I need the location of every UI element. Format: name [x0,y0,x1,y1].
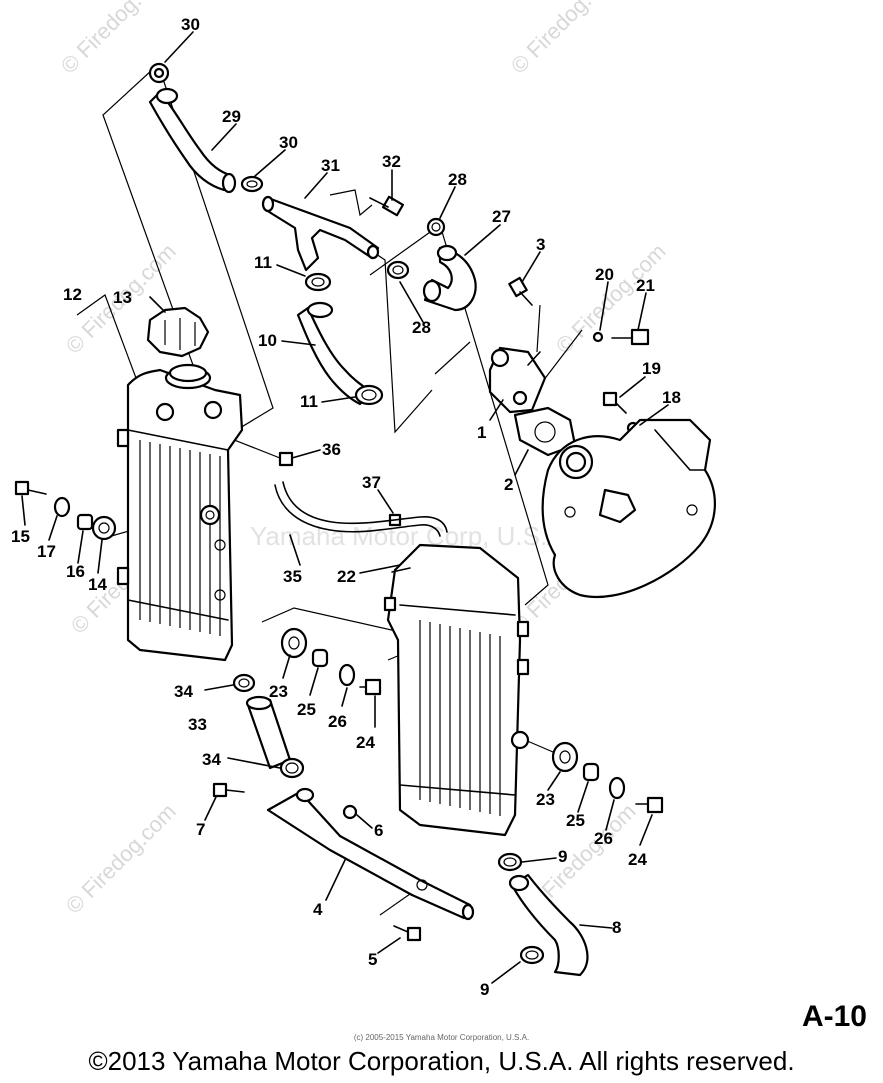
watermark-top-right: © Firedog.com [506,0,626,79]
watermark-mid-right: © Firedog.com [551,239,671,359]
bolt-36 [278,451,294,467]
grommet-23-left [280,627,308,659]
clamp-9-bottom [519,945,545,965]
grommet-23-right [551,741,579,773]
hose-29 [148,87,237,194]
callout-19: 19 [642,359,661,378]
clamp-11-bottom [354,384,384,406]
collar-25-right [582,762,600,782]
bolt-32 [369,195,405,217]
clamp-28-bottom [386,260,410,280]
callout-24-right: 24 [628,850,647,869]
bolt-24-right [635,796,664,814]
pipe-4 [266,787,475,921]
callout-32: 32 [382,152,401,171]
callout-11-bottom: 11 [300,392,318,411]
callout-3: 3 [536,235,545,254]
callout-33: 33 [188,715,207,734]
callout-labels: 30 29 30 31 32 28 27 3 20 21 19 18 11 10… [11,15,681,999]
radiator-cap-13 [146,306,210,358]
callout-31: 31 [321,156,340,175]
callout-9-bottom: 9 [480,980,489,999]
clamp-30-mid [240,175,264,193]
water-pump-cover [541,418,716,598]
callout-2: 2 [504,475,513,494]
hose-10 [296,301,374,406]
callout-37: 37 [362,473,381,492]
callout-8: 8 [612,918,621,937]
collar-25-left [311,648,329,668]
washer-20 [592,331,604,343]
callout-21: 21 [636,276,655,295]
washer-26-right [608,776,626,800]
callout-30-top: 30 [181,15,200,34]
callout-26-right: 26 [594,829,613,848]
callout-10: 10 [258,331,277,350]
callout-6: 6 [374,821,383,840]
callout-leaders [21,31,669,984]
bolt-19 [602,391,627,414]
callout-24-left: 24 [356,733,375,752]
callout-20: 20 [595,265,614,284]
page-code: A-10 [801,1000,867,1033]
clamp-34-top [232,673,256,693]
bolt-7 [212,782,245,798]
callout-16: 16 [66,562,85,581]
callout-34-bottom: 34 [202,750,221,769]
hose-33 [245,695,292,770]
collar-16 [76,513,94,531]
callout-15: 15 [11,527,30,546]
breather-hose-35 [274,481,448,537]
callout-27: 27 [492,207,511,226]
clamp-11-top [304,272,332,292]
callout-18: 18 [662,388,681,407]
callout-23-right: 23 [536,790,555,809]
bolt-24-left [359,678,382,696]
thermostat-housing-1 [488,346,547,414]
washer-26-left [338,663,356,687]
bolt-21 [611,328,650,346]
callout-29: 29 [222,107,241,126]
hose-27 [422,244,477,312]
watermark-bottom-left: © Firedog.com [61,799,181,919]
callout-35: 35 [283,567,302,586]
tee-pipe-31 [261,195,380,272]
callout-25-left: 25 [297,700,316,719]
clamp-9-top [497,852,523,872]
clamp-34-bottom [279,757,305,779]
callout-34-top: 34 [174,682,193,701]
callout-5: 5 [368,950,377,969]
bolt-3 [508,276,533,306]
radiator-left [116,363,244,662]
clamp-30-top [148,62,170,84]
callout-7: 7 [196,820,205,839]
callout-11-top: 11 [254,253,272,272]
callout-25-right: 25 [566,811,585,830]
bolt-5 [393,925,422,942]
callout-22: 22 [337,567,356,586]
callout-23-left: 23 [269,682,288,701]
grommet-14 [91,515,117,541]
washer-17 [53,496,71,518]
radiator-right [383,543,530,837]
callout-17: 17 [37,542,56,561]
callout-30-mid: 30 [279,133,298,152]
callout-13: 13 [113,288,132,307]
callout-1: 1 [477,423,486,442]
clamp-28-top [426,217,446,237]
callout-14: 14 [88,575,107,594]
callout-28-bottom: 28 [412,318,431,337]
copyright-notice: ©2013 Yamaha Motor Corporation, U.S.A. A… [88,1046,795,1076]
callout-28-top: 28 [448,170,467,189]
small-copyright: (c) 2005-2015 Yamaha Motor Corporation, … [353,1033,530,1042]
callout-26-left: 26 [328,712,347,731]
callout-36: 36 [322,440,341,459]
hose-8 [508,873,589,977]
callout-4: 4 [313,900,323,919]
callout-9-top: 9 [558,847,567,866]
bolt-15 [14,480,47,496]
callout-12: 12 [63,285,82,304]
cap-6 [342,804,358,820]
